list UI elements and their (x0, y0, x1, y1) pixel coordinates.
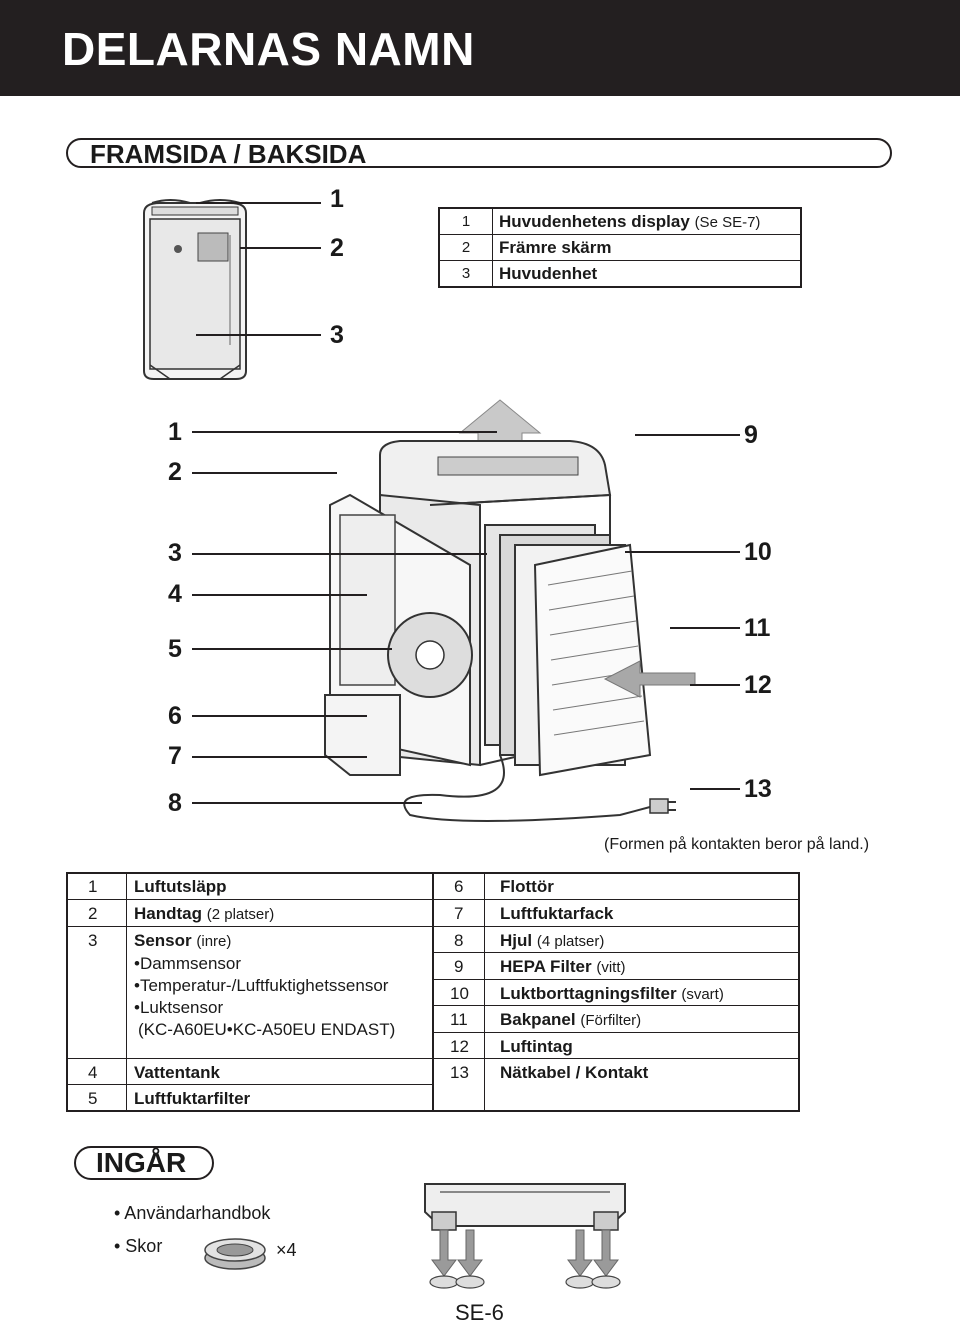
part-name: Huvudenhet (499, 263, 598, 283)
part-name: Luftfuktarfilter (134, 1089, 251, 1108)
part-note: (Förfilter) (580, 1012, 642, 1029)
row-number: 7 (454, 904, 464, 923)
part-name: Nätkabel / Kontakt (500, 1063, 649, 1082)
callout-12: 12 (744, 671, 772, 699)
part-name: Luftintag (500, 1037, 573, 1056)
shoe-illustration (204, 1238, 266, 1270)
row-number: 10 (450, 984, 469, 1003)
callout-2: 2 (168, 458, 182, 486)
leader-line (192, 802, 422, 804)
row-number: 4 (88, 1063, 98, 1082)
sensor-detail: (KC-A60EU•KC-A50EU ENDAST) (138, 1020, 396, 1039)
row-number: 6 (454, 877, 464, 896)
sensor-detail: •Dammsensor (134, 954, 242, 973)
sensor-detail: •Luktsensor (134, 998, 224, 1017)
part-note: (2 platser) (206, 906, 275, 923)
page-title: DELARNAS NAMN (62, 23, 475, 75)
sensor-detail: •Temperatur-/Luftfuktighetssensor (134, 976, 389, 995)
header-bar (0, 0, 960, 96)
callout-8: 8 (168, 789, 182, 817)
callout-6: 6 (168, 702, 182, 730)
leader-line (690, 788, 740, 790)
section-heading-frame (66, 138, 892, 168)
row-number: 8 (454, 931, 464, 950)
part-name: Handtag (134, 904, 202, 923)
part-name: Hjul (500, 931, 533, 950)
part-name: Flottör (500, 877, 554, 896)
part-note: (inre) (196, 933, 232, 950)
row-number: 13 (450, 1063, 469, 1082)
row-number: 1 (88, 877, 98, 896)
leader-line (240, 247, 321, 249)
shoe-quantity: ×4 (276, 1240, 297, 1260)
table-row: 3 Huvudenhet (439, 260, 801, 288)
leader-line (690, 684, 740, 686)
included-item: • Användarhandbok (114, 1203, 271, 1223)
leader-line (196, 334, 321, 336)
leader-line (192, 472, 337, 474)
part-note: (vitt) (596, 959, 626, 976)
callout-5: 5 (168, 635, 182, 663)
plug-note: (Formen på kontakten beror på land.) (604, 836, 870, 853)
exploded-view-illustration (324, 399, 696, 822)
callout-13: 13 (744, 775, 772, 803)
row-number: 2 (439, 234, 493, 261)
part-name: Huvudenhetens display (499, 211, 690, 231)
part-name: Sensor (134, 931, 192, 950)
parts-table: 1 Luftutsläpp 2 Handtag (2 platser) 3 Se… (66, 872, 800, 1112)
part-note: (4 platser) (536, 933, 605, 950)
leader-line (635, 434, 740, 436)
included-heading: INGÅR (96, 1147, 187, 1178)
part-name: Luftfuktarfack (500, 904, 614, 923)
leader-line (670, 627, 740, 629)
table-row: 1 Huvudenhetens display (Se SE-7) (439, 208, 801, 235)
leader-line (192, 553, 487, 555)
part-note: (Se SE-7) (694, 213, 761, 231)
callout-1: 1 (168, 418, 182, 446)
part-name: Luftutsläpp (134, 877, 227, 896)
included-item: • Skor (114, 1236, 163, 1256)
row-number: 3 (88, 931, 98, 950)
leader-line (625, 551, 740, 553)
page-number: SE-6 (455, 1300, 504, 1325)
row-number: 1 (439, 208, 493, 235)
shoe-install-illustration (424, 1183, 626, 1289)
included-heading-frame (74, 1146, 214, 1180)
callout-1: 1 (330, 185, 344, 213)
part-name: Vattentank (134, 1063, 220, 1082)
row-number: 9 (454, 957, 464, 976)
leader-line (192, 756, 367, 758)
part-name: HEPA Filter (500, 957, 592, 976)
front-parts-table: 1 Huvudenhetens display (Se SE-7) 2 Främ… (438, 207, 802, 288)
callout-10: 10 (744, 538, 772, 566)
leader-line (192, 648, 392, 650)
front-view-illustration (143, 199, 247, 380)
leader-line (192, 431, 497, 433)
callout-3: 3 (168, 539, 182, 567)
part-name: Luktborttagningsfilter (500, 984, 677, 1003)
callout-11: 11 (744, 614, 771, 642)
callout-9: 9 (744, 421, 758, 449)
part-note: (svart) (681, 986, 724, 1003)
part-name: Bakpanel (500, 1010, 576, 1029)
row-number: 11 (450, 1010, 468, 1029)
row-number: 12 (450, 1037, 469, 1056)
callout-4: 4 (168, 580, 182, 608)
row-number: 5 (88, 1089, 98, 1108)
section-heading: FRAMSIDA / BAKSIDA (90, 139, 367, 169)
row-number: 2 (88, 904, 98, 923)
callout-3: 3 (330, 321, 344, 349)
callout-7: 7 (168, 742, 182, 770)
leader-line (196, 202, 321, 204)
leader-line (192, 715, 367, 717)
leader-line (192, 594, 367, 596)
callout-2: 2 (330, 234, 344, 262)
table-row: 2 Främre skärm (439, 234, 801, 261)
part-name: Främre skärm (499, 237, 612, 257)
row-number: 3 (439, 260, 493, 288)
